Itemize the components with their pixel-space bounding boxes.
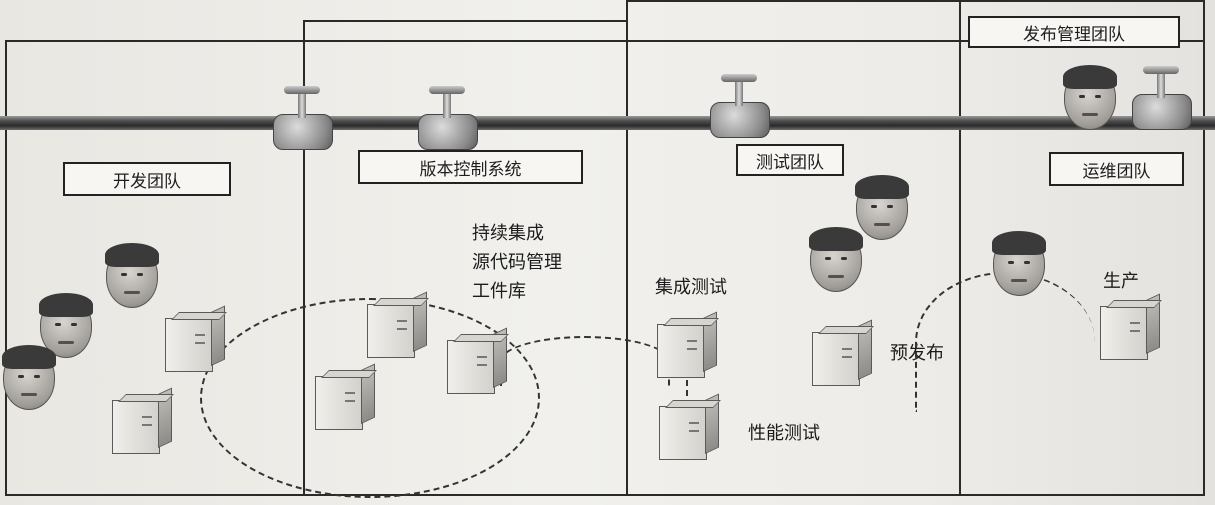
person-icon — [809, 227, 863, 292]
person-icon — [105, 243, 159, 308]
person-icon — [1063, 65, 1117, 130]
ops-team-label: 运维团队 — [1049, 152, 1184, 186]
person-icon — [39, 293, 93, 358]
vcs-service-item: 工件库 — [472, 281, 526, 302]
server-icon — [1100, 293, 1162, 360]
person-icon — [2, 345, 56, 410]
valve-icon — [418, 84, 478, 154]
performance-test-label: 性能测试 — [748, 423, 820, 444]
vcs-label: 版本控制系统 — [358, 150, 583, 184]
production-label: 生产 — [1103, 271, 1139, 292]
server-icon — [447, 327, 509, 394]
server-icon — [367, 291, 429, 358]
person-icon — [992, 231, 1046, 296]
connection-link — [200, 298, 540, 498]
dev-team-label: 开发团队 — [63, 162, 231, 196]
server-icon — [657, 311, 719, 378]
valve-icon — [710, 72, 770, 142]
release-team-label: 发布管理团队 — [968, 16, 1180, 48]
connection-link — [500, 336, 670, 386]
test-team-label: 测试团队 — [736, 144, 844, 176]
delivery-pipe — [0, 116, 1215, 130]
panel-ops — [959, 0, 1205, 496]
vcs-service-item: 持续集成 — [472, 223, 544, 244]
valve-icon — [273, 84, 333, 154]
server-icon — [315, 363, 377, 430]
person-icon — [855, 175, 909, 240]
server-icon — [112, 387, 174, 454]
vcs-service-item: 源代码管理 — [472, 252, 562, 273]
valve-icon — [1132, 64, 1192, 134]
server-icon — [812, 319, 874, 386]
server-icon — [659, 393, 721, 460]
integration-test-label: 集成测试 — [655, 277, 727, 298]
server-icon — [165, 305, 227, 372]
connection-link — [915, 272, 1095, 412]
